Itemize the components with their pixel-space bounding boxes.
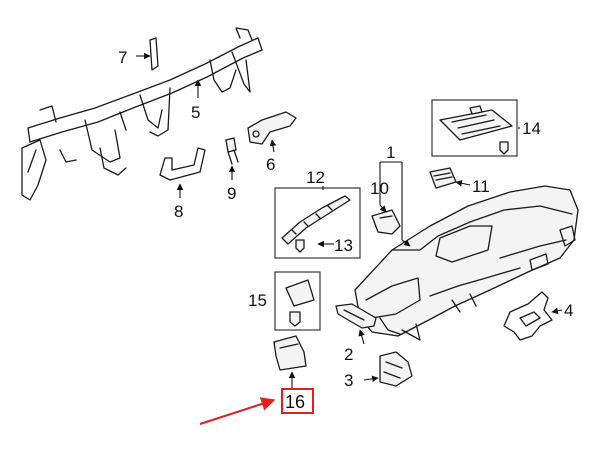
callout-box-14: [431, 99, 518, 157]
callout-16: 16: [285, 392, 305, 412]
callout-1: 1: [386, 143, 395, 162]
callout-5: 5: [191, 103, 200, 122]
callout-13: 13: [334, 236, 353, 255]
callout-10: 10: [370, 179, 389, 198]
callout-box-15: [274, 271, 321, 331]
part-8-bracket: [159, 147, 206, 181]
part-11-vent: [429, 167, 457, 189]
highlight-box: [281, 388, 314, 414]
part-1-instrument-panel: [354, 185, 579, 341]
callout-14: 14: [522, 119, 541, 138]
part-6-bracket: [247, 111, 297, 145]
callout-9: 9: [227, 184, 236, 203]
part-4-bracket: [503, 291, 553, 341]
cross-car-beam: [21, 27, 263, 201]
highlight-arrow: [199, 397, 276, 425]
callout-2: 2: [344, 345, 353, 364]
callout-8: 8: [174, 202, 183, 221]
callout-6: 6: [266, 155, 275, 174]
part-16-trim-cover: [273, 335, 307, 371]
callout-15: 15: [248, 291, 267, 310]
callout-7: 7: [118, 48, 127, 67]
part-3-bracket: [379, 351, 413, 387]
part-10-vent: [371, 209, 401, 235]
callout-3: 3: [344, 371, 353, 390]
leader-lines: [136, 52, 563, 390]
highlighted-callout-16: 16: [199, 388, 314, 425]
callout-labels: 7 5 6 9 8 12 13 1 10 11 14 15 2 3 4: [118, 48, 573, 390]
part-9-clip: [225, 137, 239, 165]
callout-4: 4: [564, 301, 573, 320]
callout-11: 11: [472, 177, 490, 196]
callout-box-12: [274, 187, 361, 259]
part-2-bracket: [335, 303, 377, 329]
callout-12: 12: [306, 168, 325, 187]
